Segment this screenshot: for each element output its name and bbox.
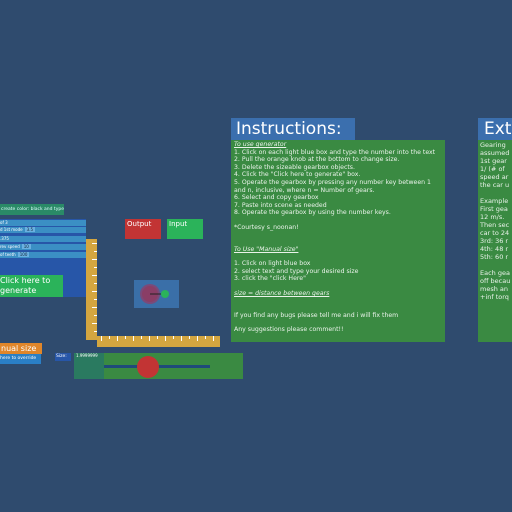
extra-title: Extra bbox=[478, 118, 512, 140]
gearbox-widget[interactable] bbox=[134, 280, 179, 308]
horizontal-ruler bbox=[97, 336, 220, 347]
param-row-step[interactable]: .375 bbox=[0, 236, 86, 242]
extra-line: Then sec bbox=[480, 221, 510, 229]
extra-line: assumed bbox=[480, 149, 510, 157]
size-value: 1.9999999 bbox=[76, 353, 98, 358]
footer-line: Any suggestions please comment!! bbox=[234, 326, 344, 334]
color-type-bar[interactable]: create color: black and type bbox=[0, 204, 64, 215]
extra-line: 4th: 48 r bbox=[480, 245, 509, 253]
generator-step: and n, inclusive, where n = Number of ge… bbox=[234, 186, 375, 194]
extra-panel: Gearing assumed 1st gear 1/ (# of speed … bbox=[478, 140, 512, 342]
size-label: Size: bbox=[55, 353, 71, 361]
param-label: of 3 bbox=[0, 220, 8, 225]
generator-step: 5. Operate the gearbox by pressing any n… bbox=[234, 178, 431, 186]
extra-line: Gearing bbox=[480, 141, 506, 149]
generator-step: 8. Operate the gearbox by using the numb… bbox=[234, 209, 391, 217]
param-value[interactable]: 10 bbox=[21, 244, 31, 249]
instructions-panel: To use generator 1. Click on each light … bbox=[231, 140, 445, 342]
manual-step: 2. select text and type your desired siz… bbox=[234, 267, 359, 275]
extra-line: 3rd: 36 r bbox=[480, 237, 509, 245]
generator-step: 3. Delete the sizeable gearbox objects. bbox=[234, 163, 355, 171]
size-slider-knob[interactable] bbox=[137, 356, 159, 378]
generator-step: 4. Click the "Click here to generate" bo… bbox=[234, 171, 361, 179]
manual-step: 3. click the "click Here" bbox=[234, 275, 306, 283]
generator-step: 6. Select and copy gearbox bbox=[234, 194, 319, 202]
footer-line: If you find any bugs please tell me and … bbox=[234, 311, 399, 319]
generator-step: 7. Paste into scene as needed bbox=[234, 201, 327, 209]
param-label: of teeth bbox=[0, 252, 16, 257]
param-value[interactable]: 100 bbox=[17, 252, 30, 257]
extra-line: 1/ (# of bbox=[480, 165, 505, 173]
extra-line: +inf torq bbox=[480, 293, 509, 301]
manual-size-button[interactable]: here to override bbox=[0, 354, 41, 364]
param-label: rev speed bbox=[0, 244, 20, 249]
extra-line: the car u bbox=[480, 181, 510, 189]
manual-size-title: nual size bbox=[0, 343, 42, 354]
instructions-title: Instructions: bbox=[231, 118, 355, 140]
extra-line: car to 24 bbox=[480, 229, 510, 237]
generator-heading: To use generator bbox=[234, 141, 287, 148]
extra-line: First gea bbox=[480, 205, 508, 213]
generator-step: 2. Pull the orange knob at the bottom to… bbox=[234, 156, 400, 164]
generator-step: 1. Click on each light blue box and type… bbox=[234, 148, 436, 156]
extra-line: Example bbox=[480, 197, 509, 205]
extra-line: mesh an bbox=[480, 285, 509, 293]
courtesy-note: *Courtesy s_noonan! bbox=[234, 223, 299, 231]
extra-line: 1st gear bbox=[480, 157, 507, 165]
extra-line: speed ar bbox=[480, 173, 509, 181]
extra-line: Each gea bbox=[480, 269, 510, 277]
param-label: d 1st mode bbox=[0, 227, 23, 232]
param-label: .375 bbox=[0, 236, 9, 241]
gear-icon bbox=[140, 284, 169, 304]
extra-line: off becau bbox=[480, 277, 511, 285]
input-box[interactable]: Input bbox=[167, 219, 203, 239]
extra-line: 12 m/s. bbox=[480, 213, 505, 221]
output-box[interactable]: Output bbox=[125, 219, 161, 239]
manual-step: 1. Click on light blue box bbox=[234, 260, 311, 268]
param-value[interactable]: 3.5 bbox=[24, 227, 35, 232]
vertical-ruler bbox=[86, 239, 97, 340]
size-note: size = distance between gears bbox=[234, 289, 330, 297]
generate-button[interactable]: Click here to generate bbox=[0, 275, 63, 297]
extra-line: 5th: 60 r bbox=[480, 253, 509, 261]
size-value-box bbox=[74, 353, 104, 379]
manual-heading: To Use "Manual size" bbox=[234, 245, 299, 253]
param-row-gears[interactable]: of 3 bbox=[0, 220, 86, 226]
